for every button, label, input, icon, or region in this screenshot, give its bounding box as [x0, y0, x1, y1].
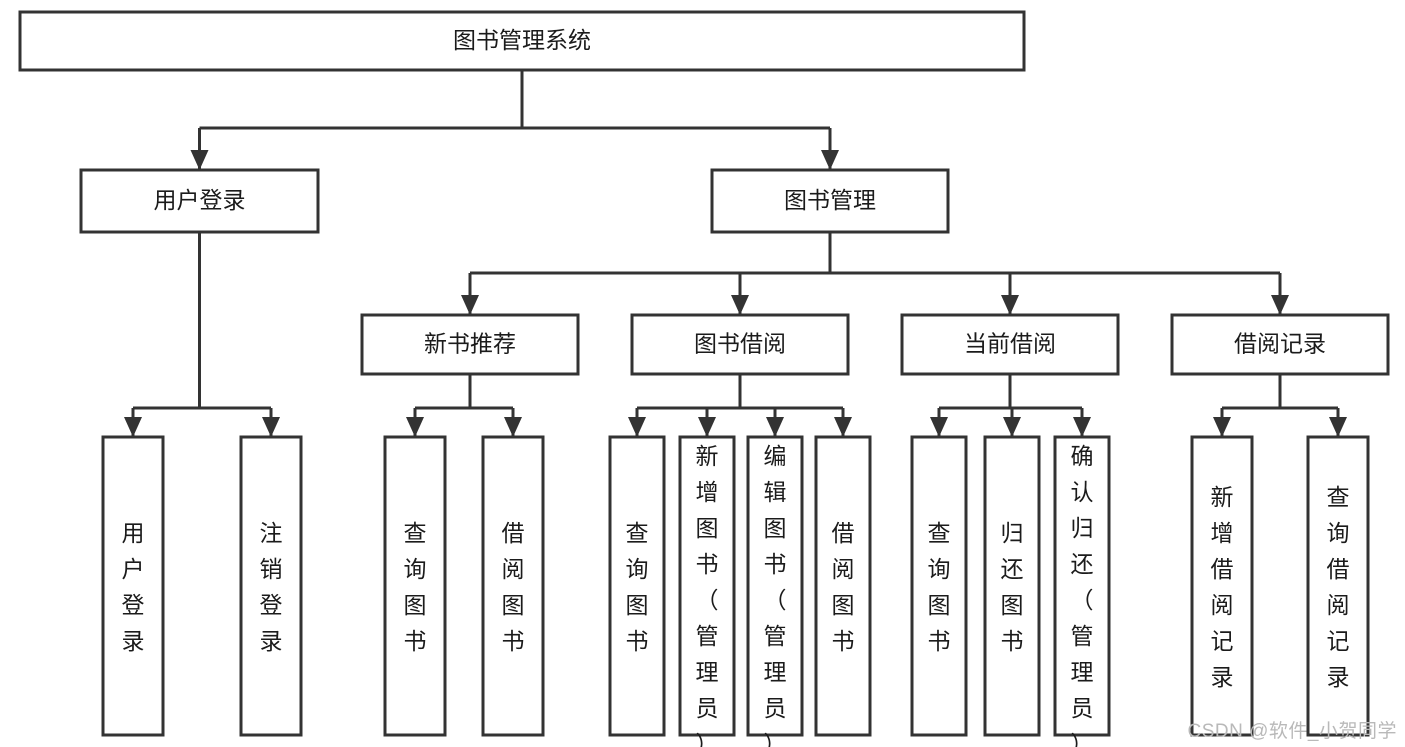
node-book-borrow[interactable]: 图书借阅 — [630, 313, 850, 376]
arrow-leaf-new-book-recommend-1 — [504, 417, 522, 437]
arrow-leaf-user-login-0 — [124, 417, 142, 437]
node-label-user-login: 用户登录 — [154, 187, 246, 213]
node-label-leaf-add-borrow-record: 新增借阅记录 — [1211, 484, 1234, 690]
arrow-leaf-book-borrow-0 — [628, 417, 646, 437]
node-book-management[interactable]: 图书管理 — [710, 168, 950, 234]
node-leaf-return-book[interactable]: 归还图书 — [983, 435, 1041, 737]
node-label-leaf-logout: 注销登录 — [260, 520, 283, 654]
connectors-layer — [124, 70, 1347, 437]
node-leaf-user-login[interactable]: 用户登录 — [101, 435, 165, 737]
node-label-leaf-return-book: 归还图书 — [1001, 520, 1024, 654]
node-label-book-borrow: 图书借阅 — [694, 331, 786, 357]
arrow-leaf-current-borrow-0 — [930, 417, 948, 437]
arrow-bookmgmt-3 — [1271, 295, 1289, 315]
node-label-leaf-query-borrow-record: 查询借阅记录 — [1327, 484, 1350, 690]
arrow-bookmgmt-0 — [461, 295, 479, 315]
node-label-current-borrow: 当前借阅 — [964, 331, 1056, 357]
node-leaf-edit-book-admin[interactable]: 编辑图书（管理员） — [746, 435, 804, 747]
node-label-leaf-borrow-book-recommend: 借阅图书 — [502, 520, 525, 654]
node-leaf-borrow-book-recommend[interactable]: 借阅图书 — [481, 435, 545, 737]
node-box-user-login — [79, 168, 320, 234]
node-leaf-query-book-current[interactable]: 查询图书 — [910, 435, 968, 737]
node-box-leaf-query-book-current — [910, 435, 968, 737]
node-box-leaf-confirm-return-admin — [1053, 435, 1111, 737]
node-root[interactable]: 图书管理系统 — [18, 10, 1026, 72]
node-box-borrow-record — [1170, 313, 1390, 376]
node-label-root: 图书管理系统 — [453, 27, 591, 53]
node-label-leaf-user-login: 用户登录 — [122, 520, 145, 654]
arrow-leaf-borrow-record-0 — [1213, 417, 1231, 437]
node-user-login[interactable]: 用户登录 — [79, 168, 320, 234]
node-borrow-record[interactable]: 借阅记录 — [1170, 313, 1390, 376]
node-label-leaf-query-book-current: 查询图书 — [928, 520, 951, 654]
node-current-borrow[interactable]: 当前借阅 — [900, 313, 1120, 376]
arrow-leaf-current-borrow-1 — [1003, 417, 1021, 437]
arrow-leaf-book-borrow-1 — [698, 417, 716, 437]
arrow-leaf-new-book-recommend-0 — [406, 417, 424, 437]
node-box-leaf-borrow-book — [814, 435, 872, 737]
node-leaf-logout[interactable]: 注销登录 — [239, 435, 303, 737]
node-box-leaf-edit-book-admin — [746, 435, 804, 737]
node-box-root — [18, 10, 1026, 72]
node-box-book-management — [710, 168, 950, 234]
arrow-leaf-book-borrow-2 — [766, 417, 784, 437]
node-box-leaf-add-book-admin — [678, 435, 736, 737]
node-leaf-query-borrow-record[interactable]: 查询借阅记录 — [1306, 435, 1370, 737]
node-label-leaf-edit-book-admin: 编辑图书（管理员） — [764, 443, 787, 747]
node-box-leaf-query-book-borrow — [608, 435, 666, 737]
node-label-leaf-add-book-admin: 新增图书（管理员） — [696, 443, 719, 747]
node-label-new-book-recommend: 新书推荐 — [424, 331, 516, 357]
arrow-leaf-current-borrow-2 — [1073, 417, 1091, 437]
node-label-leaf-query-book-borrow: 查询图书 — [626, 520, 649, 654]
arrow-root-0 — [190, 150, 209, 170]
arrow-leaf-user-login-1 — [262, 417, 280, 437]
arrow-leaf-borrow-record-1 — [1329, 417, 1347, 437]
node-label-leaf-borrow-book: 借阅图书 — [832, 520, 855, 654]
node-box-current-borrow — [900, 313, 1120, 376]
node-leaf-confirm-return-admin[interactable]: 确认归还（管理员） — [1053, 435, 1111, 747]
node-box-leaf-user-login — [101, 435, 165, 737]
node-leaf-query-book-borrow[interactable]: 查询图书 — [608, 435, 666, 737]
arrow-bookmgmt-2 — [1001, 295, 1019, 315]
node-box-leaf-return-book — [983, 435, 1041, 737]
node-label-leaf-confirm-return-admin: 确认归还（管理员） — [1071, 443, 1094, 747]
node-box-book-borrow — [630, 313, 850, 376]
node-leaf-query-book-recommend[interactable]: 查询图书 — [383, 435, 447, 737]
node-box-leaf-borrow-book-recommend — [481, 435, 545, 737]
node-label-leaf-query-book-recommend: 查询图书 — [404, 520, 427, 654]
arrow-root-1 — [821, 150, 839, 170]
node-leaf-borrow-book[interactable]: 借阅图书 — [814, 435, 872, 737]
arrow-bookmgmt-1 — [731, 295, 749, 315]
node-label-book-management: 图书管理 — [784, 187, 876, 213]
node-box-leaf-query-borrow-record — [1306, 435, 1370, 737]
arrow-leaf-book-borrow-3 — [834, 417, 852, 437]
node-box-new-book-recommend — [360, 313, 580, 376]
node-box-leaf-add-borrow-record — [1190, 435, 1254, 737]
nodes-layer: 图书管理系统用户登录图书管理新书推荐图书借阅当前借阅借阅记录用户登录注销登录查询… — [18, 10, 1390, 747]
node-box-leaf-logout — [239, 435, 303, 737]
node-new-book-recommend[interactable]: 新书推荐 — [360, 313, 580, 376]
node-leaf-add-borrow-record[interactable]: 新增借阅记录 — [1190, 435, 1254, 737]
node-box-leaf-query-book-recommend — [383, 435, 447, 737]
node-label-borrow-record: 借阅记录 — [1234, 331, 1326, 357]
node-leaf-add-book-admin[interactable]: 新增图书（管理员） — [678, 435, 736, 747]
